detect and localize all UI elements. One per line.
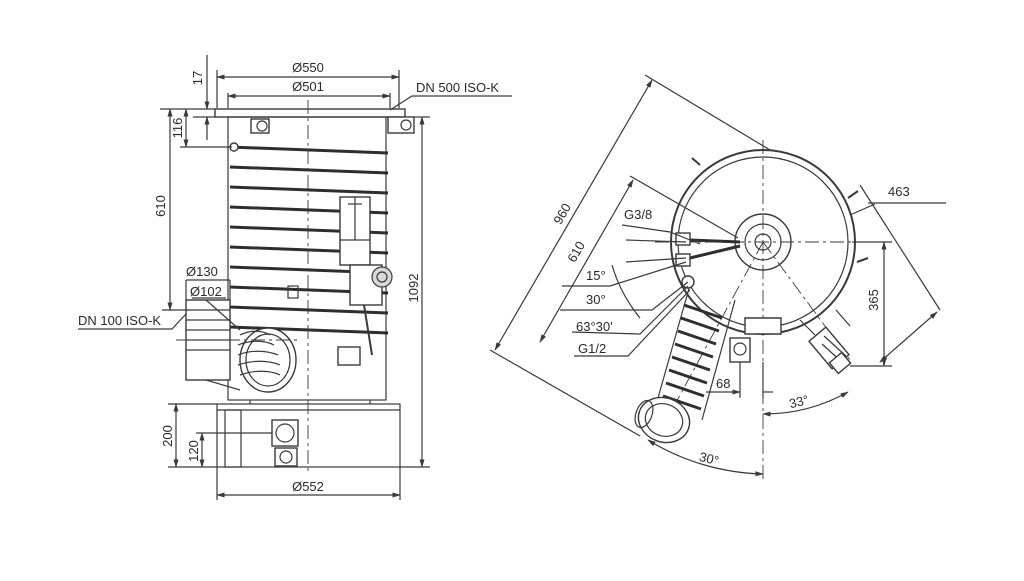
label-d102: Ø102 (190, 284, 222, 299)
label-dn500: DN 500 ISO-K (416, 80, 499, 95)
top-flange (214, 108, 406, 118)
top-view: 960 610 G3/8 15° 30° 63°30' G1/2 463 365… (489, 74, 946, 480)
label-116: 116 (170, 118, 185, 139)
heater-box (287, 196, 393, 366)
label-17: 17 (190, 71, 205, 85)
label-d552: Ø552 (292, 479, 324, 494)
side-dimensions (78, 55, 512, 500)
angled-port (634, 275, 736, 444)
label-d130: Ø130 (186, 264, 218, 279)
label-d501: Ø501 (292, 79, 324, 94)
label-68: 68 (716, 376, 730, 391)
label-g12: G1/2 (578, 341, 606, 356)
label-30deg: 30° (586, 292, 606, 307)
label-30deg-bottom: 30° (698, 449, 721, 468)
label-463: 463 (888, 184, 910, 199)
pump-body (227, 116, 387, 401)
label-365: 365 (866, 289, 881, 311)
side-view: Ø550 Ø501 DN 500 ISO-K 17 116 610 1092 Ø… (78, 55, 512, 500)
side-port (176, 299, 300, 393)
label-960: 960 (550, 201, 574, 227)
bottom-bracket (744, 317, 782, 335)
right-valve (799, 309, 852, 375)
top-dimensions (489, 74, 946, 477)
base-frame (216, 400, 401, 468)
label-120: 120 (186, 440, 201, 462)
label-d550: Ø550 (292, 60, 324, 75)
label-200: 200 (160, 425, 175, 447)
top-fittings (250, 116, 415, 134)
label-1092: 1092 (406, 274, 421, 303)
label-33deg: 33° (788, 392, 811, 411)
label-g38: G3/8 (624, 207, 652, 222)
label-15deg: 15° (586, 268, 606, 283)
label-63deg: 63°30' (576, 319, 613, 334)
label-610-top: 610 (564, 239, 588, 265)
label-610: 610 (153, 195, 168, 217)
label-dn100: DN 100 ISO-K (78, 313, 161, 328)
